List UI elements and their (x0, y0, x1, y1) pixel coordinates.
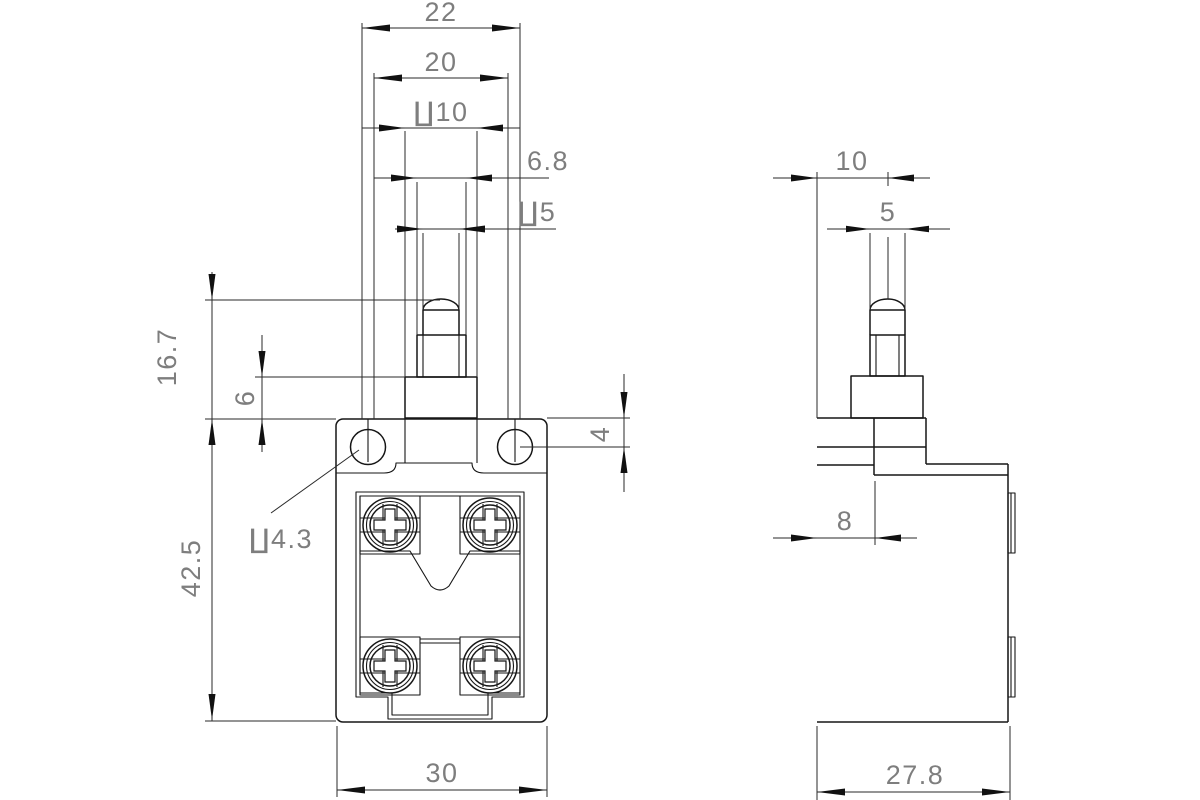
dim-collar-width: 6.8 (374, 146, 569, 335)
terminal-block (355, 491, 525, 720)
terminal-seat (459, 495, 521, 555)
dim-label-42-5: 42.5 (176, 539, 206, 598)
dim-label-6: 6 (230, 390, 260, 407)
dim-label-5: 5 (880, 197, 897, 227)
dim-body-width: 30 (336, 726, 548, 797)
dim-plunger-diameter: ∐5 (395, 197, 556, 310)
front-dimensions: 22 20 ∐10 6.8 (152, 0, 630, 797)
dim-label-8: 8 (837, 506, 854, 536)
dim-head-depth: 10 (773, 146, 930, 418)
dim-label-dia4-3: ∐4.3 (249, 524, 313, 554)
dim-body-depth: 27.8 (816, 726, 1011, 800)
dim-label-10: 10 (835, 146, 868, 176)
side-view: 10 5 8 27.8 (773, 146, 1016, 800)
dim-plunger-travel-height: 16.7 (152, 272, 440, 721)
v-notch (360, 550, 520, 591)
terminal-screw (459, 638, 521, 694)
dim-hole-center-offset: 4 (520, 374, 630, 492)
terminal-seat (359, 495, 421, 555)
dim-boss-height: 6 (230, 335, 405, 452)
dim-label-dia5: ∐5 (518, 197, 556, 227)
mount-plate-lobes (336, 462, 547, 474)
dim-label-6-8: 6.8 (527, 146, 569, 176)
plunger-assembly-front (404, 298, 478, 419)
terminal-screw (359, 638, 421, 694)
dim-top-width: 22 (361, 0, 521, 419)
terminal-screw (359, 497, 421, 553)
dim-mount-hole-diameter: ∐4.3 (249, 449, 360, 554)
dim-label-16-7: 16.7 (152, 328, 182, 387)
dim-label-20: 20 (424, 47, 457, 77)
dim-label-dia10: ∐10 (414, 97, 469, 127)
switch-body-front (335, 418, 548, 723)
dim-label-4: 4 (585, 426, 615, 443)
body-outline (335, 418, 548, 723)
front-view: 22 20 ∐10 6.8 (152, 0, 630, 797)
side-dimensions: 10 5 8 27.8 (773, 146, 1011, 800)
plunger-collar-side (869, 334, 906, 377)
plunger-dome-side (869, 298, 906, 311)
dim-label-30: 30 (425, 758, 458, 788)
dim-front-face-depth: 8 (773, 481, 917, 545)
plunger-assembly-side (850, 298, 924, 419)
dim-plunger-diameter-side: 5 (827, 197, 950, 310)
plunger-boss-side (850, 375, 924, 419)
dim-body-height: 42.5 (176, 539, 336, 722)
leader-line (270, 449, 360, 514)
dim-mount-hole-spacing: 20 (373, 47, 509, 419)
dim-sleeve-diameter: ∐10 (362, 97, 520, 377)
switch-body-side (817, 417, 1016, 723)
body-outline-side (817, 417, 1009, 723)
terminal-seat (359, 636, 421, 696)
terminal-seat (459, 636, 521, 696)
plunger-dome (422, 298, 460, 311)
dim-label-22: 22 (424, 0, 457, 27)
plunger-collar (416, 334, 467, 378)
dim-label-27-8: 27.8 (886, 760, 945, 790)
plunger-boss (404, 376, 478, 419)
terminal-screw (459, 497, 521, 553)
